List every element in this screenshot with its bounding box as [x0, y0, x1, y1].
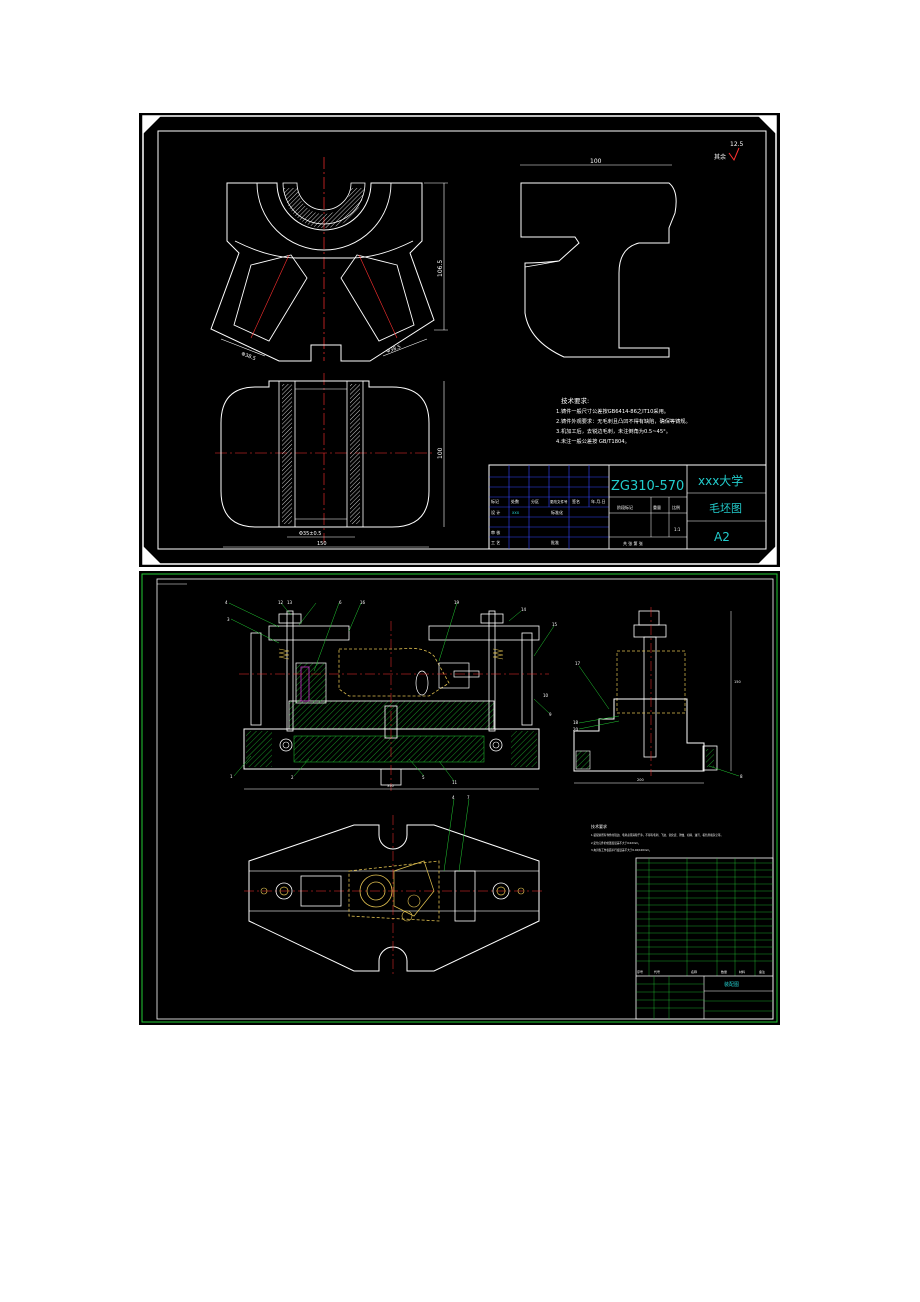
corner-mark [143, 116, 161, 134]
front-view: Φ38.5 Φ38.5 106.5 [210, 157, 448, 362]
side-width-dim: 100 [590, 158, 602, 165]
part-label: 4 [452, 795, 455, 800]
tb-label: 标记 [491, 498, 499, 504]
list-header: 材料 [739, 969, 745, 974]
part-label: 9 [549, 712, 552, 717]
roughness-value: 12.5 [730, 141, 744, 148]
outer-frame [141, 573, 778, 1023]
tb-label: 批准 [551, 539, 559, 545]
scale-value: 1:1 [674, 527, 681, 532]
side-height-dim: 150 [734, 680, 741, 684]
tech-item: 1.铸件一般尺寸公差按GB6414-86之IT10采用。 [556, 407, 669, 415]
tb-label: 重量 [653, 504, 661, 510]
designer: xxx [512, 510, 520, 515]
tb-label: 比例 [672, 504, 680, 510]
part-label: 18 [573, 720, 579, 725]
part-label: 1 [230, 774, 233, 779]
part-label: 10 [543, 693, 549, 698]
part-label: 14 [521, 607, 527, 612]
inner-frame [157, 130, 767, 550]
list-header: 名称 [691, 969, 697, 974]
outer-frame [142, 115, 777, 565]
tb-label: 审 核 [491, 529, 500, 535]
tb-label: 设 计 [491, 509, 500, 515]
list-header: 代号 [654, 969, 660, 974]
assembly-tech-requirements: 技术要求 1.装配前所有零件的锐边、毛刺必须清除干净，不得有毛刺、飞边、氧化皮、… [591, 823, 723, 852]
tech-requirements: 技术要求: 1.铸件一般尺寸公差按GB6414-86之IT10采用。 2.铸件外… [556, 396, 691, 445]
tb-label: 签名 [572, 498, 580, 504]
part-label: 16 [360, 600, 366, 605]
tech-item: 1.装配前所有零件的锐边、毛刺必须清除干净，不得有毛刺、飞边、氧化皮、锈蚀、切屑… [591, 833, 723, 837]
assembly-drawing-name: 装配图 [724, 981, 739, 988]
part-label: 20 [573, 727, 579, 732]
tb-label: 更改文件号 [550, 499, 568, 504]
tech-heading: 技术要求 [591, 823, 607, 829]
part-label: 11 [452, 780, 458, 785]
part-label: 19 [454, 600, 460, 605]
assembly-plan-view: 4 7 [244, 795, 544, 976]
tb-label: 工 艺 [491, 540, 500, 545]
part-label: 6 [339, 600, 342, 605]
corner-mark [143, 546, 161, 564]
tech-heading: 技术要求: [561, 396, 589, 405]
tb-label: 标准化 [551, 509, 563, 515]
assembly-front-view: 350 4 3 12 13 6 16 19 14 15 1 2 5 1 [225, 600, 558, 791]
lower-hole-dim: Φ35±0.5 [299, 531, 321, 537]
part-label: 17 [575, 661, 581, 666]
part-label: 13 [287, 600, 293, 605]
drawing-name: 毛坯图 [709, 502, 742, 515]
part-label: 5 [422, 775, 425, 780]
lower-width-dim: 150 [317, 541, 327, 547]
inner-frame [156, 578, 774, 1020]
corner-mark [758, 546, 776, 564]
list-header: 数量 [721, 969, 727, 974]
part-label: 2 [291, 775, 294, 780]
overall-width-dim: 350 [387, 784, 394, 788]
part-label: 7 [467, 795, 470, 800]
roughness-label: 其余 [714, 153, 726, 161]
left-hole-dim: Φ38.5 [240, 351, 256, 362]
front-height-dim: 106.5 [437, 260, 444, 277]
part-label: 3 [227, 617, 230, 622]
tech-item: 2.定位元件的位置度误差不大于0.02mm。 [591, 841, 641, 845]
school-name: xxx大学 [698, 473, 743, 488]
assembly-side-view: 150 200 17 18 20 8 [573, 607, 743, 784]
list-header: 备注 [759, 969, 765, 974]
corner-mark [758, 116, 776, 134]
assembly-drawing-sheet: 350 4 3 12 13 6 16 19 14 15 1 2 5 1 [139, 571, 780, 1025]
blank-drawing-canvas: 12.5 其余 Φ38.5 Φ38.5 106.5 100 [142, 115, 777, 565]
part-label: 12 [278, 600, 284, 605]
right-hole-dim: Φ38.5 [386, 344, 402, 355]
drawing-number: ZG310-570 [611, 479, 684, 494]
list-header: 序号 [637, 969, 643, 974]
tech-item: 2.铸件外观要求：无毛刺且凸凹不得有缺陷，确保等铸规。 [556, 417, 691, 425]
bottom-view: Φ35±0.5 150 100 [215, 373, 445, 548]
tech-item: 3.机加工后，去锐边毛刺，未注倒角为0.5~45°。 [556, 427, 671, 435]
title-block: 标记 处数 分区 更改文件号 签名 年.月.日 设 计 xxx 标准化 审 核 … [488, 464, 767, 550]
tb-label: 处数 [511, 498, 519, 504]
tb-label: 年.月.日 [591, 498, 606, 504]
side-width-dim: 200 [637, 778, 644, 782]
side-view: 100 [520, 158, 677, 358]
sheet-size: A2 [714, 530, 730, 544]
parts-list: 序号 代号 名称 数量 材料 备注 装配图 [635, 857, 774, 1020]
lower-height-dim: 100 [437, 447, 444, 459]
part-label: 15 [552, 622, 558, 627]
part-label: 4 [225, 600, 228, 605]
roughness-symbol: 12.5 其余 [714, 141, 744, 162]
assembly-drawing-canvas: 350 4 3 12 13 6 16 19 14 15 1 2 5 1 [141, 573, 778, 1023]
tb-label: 阶段标记 [617, 504, 633, 510]
blank-drawing-sheet: 12.5 其余 Φ38.5 Φ38.5 106.5 100 [139, 113, 780, 567]
tech-item: 3.夹具各工作表面平行度误差不大于0.02/100mm。 [591, 848, 652, 852]
part-label: 8 [740, 774, 743, 779]
tb-label: 共 张 第 张 [623, 540, 643, 546]
tech-item: 4.未注一般公差按 GB/T1804。 [556, 437, 630, 445]
tb-label: 分区 [531, 498, 539, 504]
